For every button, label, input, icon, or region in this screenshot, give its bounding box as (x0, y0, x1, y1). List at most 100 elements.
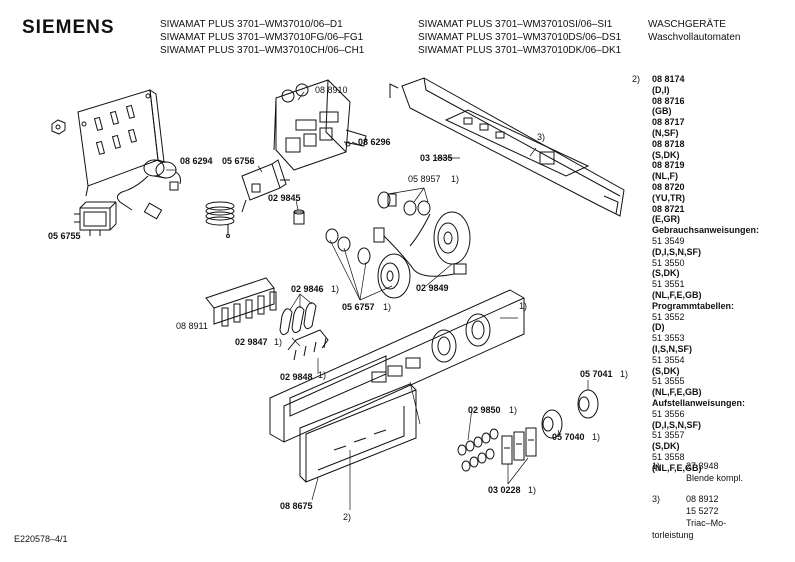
footnote-ref: 3) (652, 494, 661, 504)
footnote-ref: 1) (519, 301, 528, 311)
right-column-line: Programmtabellen: (652, 300, 735, 311)
footnote-ref: 3) (537, 132, 546, 142)
right-column-line: 08 8721 (652, 203, 685, 214)
right-column-line: (D,I,S,N,SF) (652, 419, 701, 430)
right-column-line: 51 3558 (652, 452, 685, 462)
part-label: 02 9847 (235, 337, 268, 347)
detergent-drawer-part (299, 383, 417, 483)
part-label: 08 8910 (315, 85, 348, 95)
right-column-line: 51 3553 (652, 333, 685, 344)
top-bracket-part (389, 77, 625, 217)
right-column-line: 08 8720 (652, 182, 685, 192)
switch-cap-part (293, 209, 305, 225)
footnote-text: 08 8912 (686, 494, 719, 504)
right-column-line: 51 3557 (652, 430, 685, 441)
part-label: 05 8957 (408, 174, 441, 184)
right-column-line: (S,DK) (652, 441, 680, 452)
model-line: SIWAMAT PLUS 3701–WM37010DS/06–DS1 (418, 32, 622, 43)
program-switch-part (273, 79, 367, 171)
button-cap-part (501, 427, 537, 465)
footnote-ref: 2) (343, 512, 352, 522)
right-column-line: (I,S,N,SF) (652, 344, 692, 354)
right-column-line: (N,SF) (652, 128, 679, 138)
suppressor-part (116, 159, 181, 220)
part-label: 08 6296 (358, 137, 391, 147)
small-knob-part (541, 389, 599, 439)
right-column-line: 51 3554 (652, 354, 685, 365)
right-column-line: (S,DK) (652, 365, 680, 376)
nut-part (51, 119, 66, 135)
right-column-ref: 2) (632, 74, 641, 84)
right-column-line: (NL,F,E,GB) (652, 290, 702, 300)
bracket-part (77, 88, 165, 197)
part-label: 05 6756 (222, 156, 255, 166)
spring-part (457, 428, 499, 472)
right-column-line: 08 8716 (652, 95, 685, 106)
right-column-line: Gebrauchsanweisungen: (652, 225, 760, 236)
model-line: SIWAMAT PLUS 3701–WM37010CH/06–CH1 (160, 45, 365, 56)
model-line: SIWAMAT PLUS 3701–WM37010/06–D1 (160, 19, 343, 30)
rotary-knob-part (357, 211, 471, 299)
right-column-line: (NL,F,E,GB) (652, 387, 702, 398)
part-label: 08 6294 (180, 156, 213, 166)
part-label: 05 7041 (580, 369, 613, 379)
footnote-ref: 1) (274, 337, 283, 347)
category-subtitle: Waschvollautomaten (648, 32, 741, 43)
leader-lines (166, 91, 589, 510)
right-column-line: (S,DK) (652, 268, 680, 279)
part-label: 02 9848 (280, 372, 313, 382)
coil-part (205, 201, 235, 238)
part-label: 02 9850 (468, 405, 501, 415)
right-column-line: Aufstellanweisungen: (652, 398, 746, 408)
category-title: WASCHGERÄTE (648, 19, 726, 30)
right-column-line: (YU,TR) (652, 192, 685, 203)
footnote-text: Triac–Mo- (686, 518, 727, 528)
part-label: 02 9849 (416, 283, 449, 293)
right-column-line: 08 8718 (652, 138, 685, 149)
model-line: SIWAMAT PLUS 3701–WM37010DK/06–DK1 (418, 45, 622, 56)
footnote-ref: 1) (331, 284, 340, 294)
footnote-text: torleistung (652, 530, 694, 540)
part-label: 08 8911 (176, 321, 208, 331)
right-column-line: 51 3556 (652, 408, 685, 419)
right-column-line: (NL,F,E,GB) (652, 462, 702, 473)
part-label: 05 7040 (552, 432, 585, 442)
right-column-line: (D,I) (652, 84, 670, 95)
part-label: 05 6757 (342, 302, 375, 312)
part-label: 02 9845 (268, 193, 301, 203)
model-line: SIWAMAT PLUS 3701–WM37010SI/06–SI1 (418, 19, 613, 30)
right-column-line: (D,I,S,N,SF) (652, 246, 701, 257)
right-column-line: 08 8717 (652, 117, 685, 128)
part-label: 03 1835 (420, 153, 453, 163)
footnote-ref: 1) (451, 174, 460, 184)
footnote-ref: 1) (528, 485, 537, 495)
right-column-line: 08 8174 (652, 74, 685, 84)
right-column-line: 51 3549 (652, 236, 685, 246)
right-column-line: (E,GR) (652, 214, 680, 225)
part-label: 08 8675 (280, 501, 313, 511)
model-line: SIWAMAT PLUS 3701–WM37010FG/06–FG1 (160, 32, 364, 43)
right-column-line: 08 8719 (652, 160, 685, 171)
control-panel-part (269, 289, 525, 443)
footnote-text: Blende kompl. (686, 473, 744, 483)
push-button-part (279, 302, 329, 361)
footnote-text: 15 5272 (686, 506, 719, 516)
footnote-ref: 1) (318, 370, 327, 380)
footnote-ref: 1) (383, 302, 392, 312)
transformer-part (74, 201, 117, 236)
switch-block-part (205, 277, 277, 327)
right-column-line: 51 3550 (652, 257, 685, 268)
part-label: 03 0228 (488, 485, 521, 495)
footnote-ref: 1) (592, 432, 601, 442)
part-label: 02 9846 (291, 284, 324, 294)
footnote-ref: 1) (620, 369, 629, 379)
door-lock-part (241, 159, 290, 213)
right-column-line: 51 3552 (652, 311, 685, 322)
footnote-ref: 1) (509, 405, 518, 415)
potentiometer-part (325, 191, 467, 277)
right-column-line: 51 3551 (652, 279, 685, 290)
footnote-text: 27 3948 (686, 461, 719, 471)
drawing-code: E220578–4/1 (14, 534, 68, 544)
right-column-line: (NL,F) (652, 171, 678, 182)
